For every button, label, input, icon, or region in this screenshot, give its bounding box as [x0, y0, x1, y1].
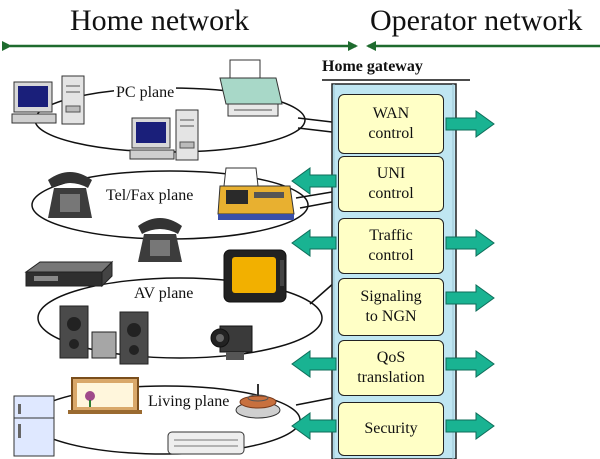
- traffic-control-box: Traffic control: [338, 218, 444, 274]
- living-plane-label: Living plane: [146, 393, 232, 410]
- home-network-title: Home network: [70, 4, 250, 37]
- function-arrows: [291, 110, 495, 440]
- security-outbound-arrow: [445, 412, 495, 440]
- fax-machine-icon: [217, 167, 295, 220]
- telephone-icon: [138, 218, 182, 262]
- av-plane-label: AV plane: [132, 285, 196, 302]
- telephone-icon: [48, 172, 92, 218]
- signaling-outbound-arrow: [445, 284, 495, 312]
- vcr-icon: [24, 260, 114, 288]
- gas-stove-icon: [235, 384, 281, 419]
- wan-outbound-arrow: [445, 110, 495, 138]
- pc-plane-label: PC plane: [114, 84, 177, 101]
- traffic-inbound-arrow: [291, 229, 337, 257]
- function-line1: QoS: [376, 349, 406, 367]
- television-icon: [223, 249, 287, 303]
- speakers-icon: [59, 305, 149, 365]
- video-camera-icon: [210, 325, 253, 360]
- telfax-plane-label: Tel/Fax plane: [104, 187, 196, 204]
- refrigerator-icon: [13, 395, 55, 457]
- qos-translation-box: QoS translation: [338, 340, 444, 396]
- function-line1: Signaling: [360, 288, 422, 306]
- plane-to-gateway-lines: [295, 117, 336, 406]
- qos-inbound-arrow: [291, 350, 337, 378]
- desktop-computer-icon: [129, 109, 199, 161]
- av-plane-loop: [37, 277, 323, 359]
- uni-inbound-arrow: [291, 167, 337, 195]
- function-line1: WAN: [372, 105, 410, 123]
- function-line2: to NGN: [365, 308, 417, 325]
- function-line2: control: [368, 185, 414, 202]
- qos-outbound-arrow: [445, 350, 495, 378]
- uni-control-box: UNI control: [338, 156, 444, 212]
- printer-icon: [219, 59, 283, 117]
- air-conditioner-icon: [167, 431, 245, 455]
- operator-network-title: Operator network: [370, 4, 583, 37]
- window-icon: [68, 377, 142, 414]
- function-line2: control: [368, 125, 414, 142]
- function-line2: translation: [357, 369, 425, 386]
- security-box: Security: [338, 402, 444, 456]
- security-inbound-arrow: [291, 412, 337, 440]
- traffic-outbound-arrow: [445, 229, 495, 257]
- function-line1: UNI: [376, 165, 406, 183]
- wan-control-box: WAN control: [338, 94, 444, 154]
- function-line1: Traffic: [369, 227, 413, 245]
- signaling-to-ngn-box: Signaling to NGN: [338, 278, 444, 336]
- function-line2: control: [368, 247, 414, 264]
- function-line1: Security: [364, 420, 418, 438]
- desktop-computer-icon: [11, 75, 85, 125]
- gateway-title: Home gateway: [322, 58, 423, 75]
